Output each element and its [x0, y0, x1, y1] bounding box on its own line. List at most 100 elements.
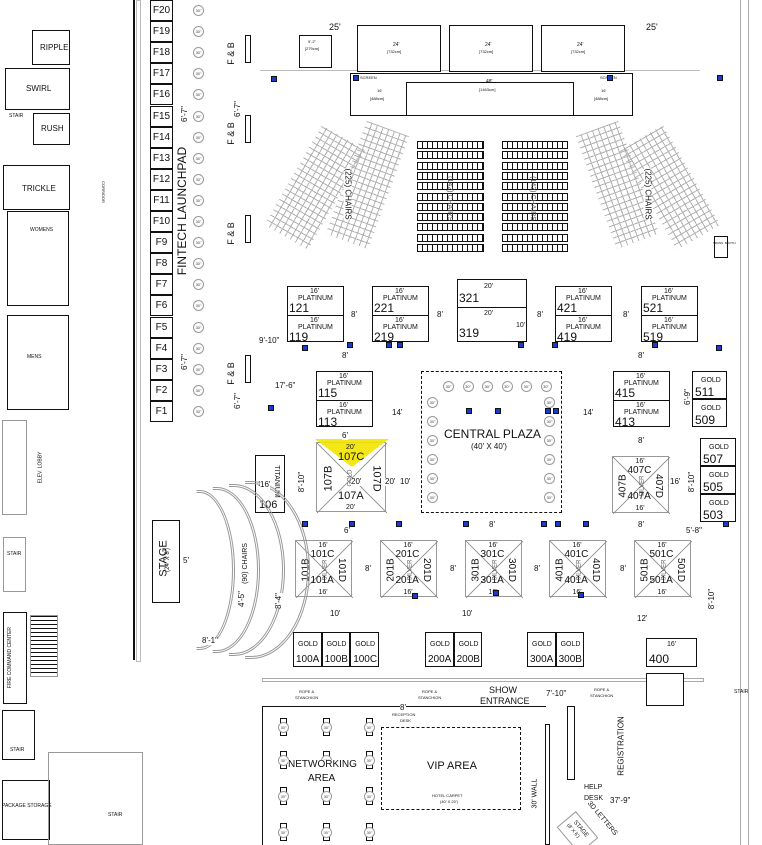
- fintech-booth[interactable]: F19: [150, 21, 173, 43]
- stair-label: STAIR: [108, 812, 123, 818]
- booth-size: 16': [667, 641, 677, 648]
- booth-tier: SILVER: [575, 559, 582, 580]
- fintech-booth[interactable]: F12: [150, 168, 173, 190]
- central-plaza[interactable]: CENTRAL PLAZA(40' X 40')30"30"30"30"30"3…: [421, 371, 562, 513]
- booth-number-d: 501D: [674, 557, 686, 582]
- dim-25: 25': [646, 22, 658, 32]
- fintech-booth[interactable]: F14: [150, 126, 173, 148]
- room-ripple[interactable]: [32, 30, 70, 65]
- table-icon: 30": [427, 416, 438, 427]
- central-plaza-title: CENTRAL PLAZA: [444, 427, 541, 441]
- table-icon: 30": [427, 454, 438, 465]
- dimension-label: 7'-10": [546, 689, 567, 698]
- side-width: 16': [601, 88, 607, 93]
- room-swirl[interactable]: [5, 68, 70, 110]
- dimension-label: 16': [260, 480, 271, 489]
- fintech-booth[interactable]: F18: [150, 42, 173, 64]
- column-marker: [271, 76, 277, 82]
- fintech-booth[interactable]: F5: [150, 316, 173, 338]
- booth-size: 16': [318, 589, 328, 596]
- table-icon: 30": [321, 791, 332, 802]
- stage-riser: [449, 25, 533, 72]
- fintech-booth[interactable]: F2: [150, 379, 173, 401]
- room-trickle[interactable]: [3, 165, 70, 210]
- fintech-booth[interactable]: F7: [150, 274, 173, 296]
- booth-tier: PLATINUM: [652, 295, 687, 302]
- projector-size: 9'-2": [308, 39, 316, 44]
- fintech-booth[interactable]: F17: [150, 63, 173, 85]
- fintech-booth[interactable]: F20: [150, 0, 173, 22]
- fintech-booth[interactable]: F4: [150, 337, 173, 359]
- fintech-booth[interactable]: F13: [150, 147, 173, 169]
- table-icon: 30": [193, 258, 204, 270]
- fintech-booth[interactable]: F6: [150, 295, 173, 317]
- fintech-booth[interactable]: F16: [150, 84, 173, 106]
- show-entrance-label: ENTRANCE: [480, 696, 530, 706]
- booth-tier: PLATINUM: [624, 409, 659, 416]
- package-storage: [2, 780, 50, 840]
- booth-number: 100A: [296, 654, 320, 665]
- rope-stanchion-label: ROPE &: [594, 687, 610, 692]
- booth-tier: GOLD: [701, 405, 721, 412]
- booth-number: 419: [557, 330, 578, 344]
- fintech-booth[interactable]: F3: [150, 358, 173, 380]
- fintech-booth[interactable]: F15: [150, 105, 173, 127]
- reception-label: DESK: [400, 718, 411, 723]
- table-icon: 30": [364, 755, 375, 766]
- booth-size: 20': [484, 283, 494, 290]
- fintech-booth[interactable]: F1: [150, 400, 173, 422]
- pinwheel-diagonals: [381, 541, 438, 598]
- fintech-booth[interactable]: F10: [150, 211, 173, 233]
- fintech-booth[interactable]: F11: [150, 189, 173, 211]
- restroom-mens[interactable]: [7, 315, 69, 410]
- column-marker: [552, 342, 558, 348]
- booth-400[interactable]: 16'400: [646, 638, 697, 667]
- rope-stanchion-label: STANCHION: [295, 695, 319, 700]
- chair-row: [417, 171, 484, 180]
- room-rush[interactable]: [33, 113, 70, 145]
- column-marker: [396, 521, 402, 527]
- table-icon: 30": [462, 381, 474, 392]
- restroom-womens[interactable]: [7, 211, 69, 306]
- central-plaza-subtitle: (40' X 40'): [471, 442, 507, 451]
- fintech-booth[interactable]: F8: [150, 253, 173, 275]
- fintech-booth[interactable]: F9: [150, 232, 173, 254]
- column-marker: [555, 521, 561, 527]
- booth-number-a: 501A: [649, 575, 673, 586]
- rope-line: [262, 706, 263, 845]
- stage-size: (24' X 8'): [164, 548, 171, 572]
